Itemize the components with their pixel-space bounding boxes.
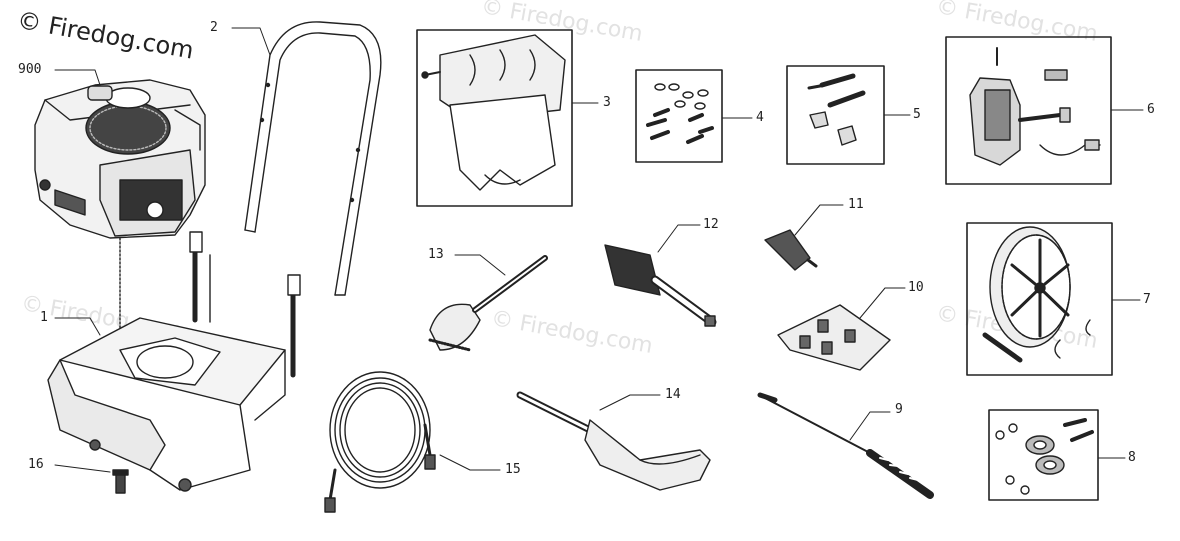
callout-2: 2 bbox=[210, 20, 218, 35]
callout-leaders bbox=[54, 27, 1144, 473]
callout-5: 5 bbox=[913, 107, 921, 122]
wheel-box bbox=[966, 222, 1113, 376]
callout-6: 6 bbox=[1147, 102, 1155, 117]
screw-kit-box bbox=[635, 69, 723, 163]
handle-part bbox=[244, 21, 382, 296]
bracket-box bbox=[416, 29, 573, 207]
callout-13: 13 bbox=[428, 247, 444, 262]
bolt-kit-part bbox=[807, 73, 866, 146]
bearing-kit-box bbox=[988, 409, 1099, 501]
wheel-part bbox=[982, 226, 1091, 363]
callout-15: 15 bbox=[505, 462, 521, 477]
callout-3: 3 bbox=[603, 95, 611, 110]
engine-part bbox=[34, 79, 206, 239]
callout-8: 8 bbox=[1128, 450, 1136, 465]
callout-7: 7 bbox=[1143, 292, 1151, 307]
turbo-nozzle-part bbox=[764, 229, 818, 271]
bolt-part bbox=[112, 469, 129, 494]
nozzle-kit-part bbox=[777, 304, 891, 371]
callout-4: 4 bbox=[756, 110, 764, 125]
callout-1: 1 bbox=[40, 310, 48, 325]
wand-part bbox=[757, 392, 934, 499]
bracket-part bbox=[421, 34, 566, 191]
callout-900: 900 bbox=[18, 62, 42, 77]
callout-14: 14 bbox=[665, 387, 681, 402]
callout-9: 9 bbox=[895, 402, 903, 417]
callout-12: 12 bbox=[703, 217, 719, 232]
screw-kit-part bbox=[646, 83, 714, 144]
bearing-kit-part bbox=[995, 418, 1094, 495]
pump-part bbox=[969, 47, 1101, 166]
frame-part bbox=[47, 231, 301, 492]
rotating-brush-part bbox=[428, 255, 548, 352]
hose-part bbox=[324, 371, 436, 513]
brush-part bbox=[604, 244, 717, 327]
callout-10: 10 bbox=[908, 280, 924, 295]
callout-11: 11 bbox=[848, 197, 864, 212]
callout-16: 16 bbox=[28, 457, 44, 472]
spray-gun-part bbox=[516, 391, 711, 491]
